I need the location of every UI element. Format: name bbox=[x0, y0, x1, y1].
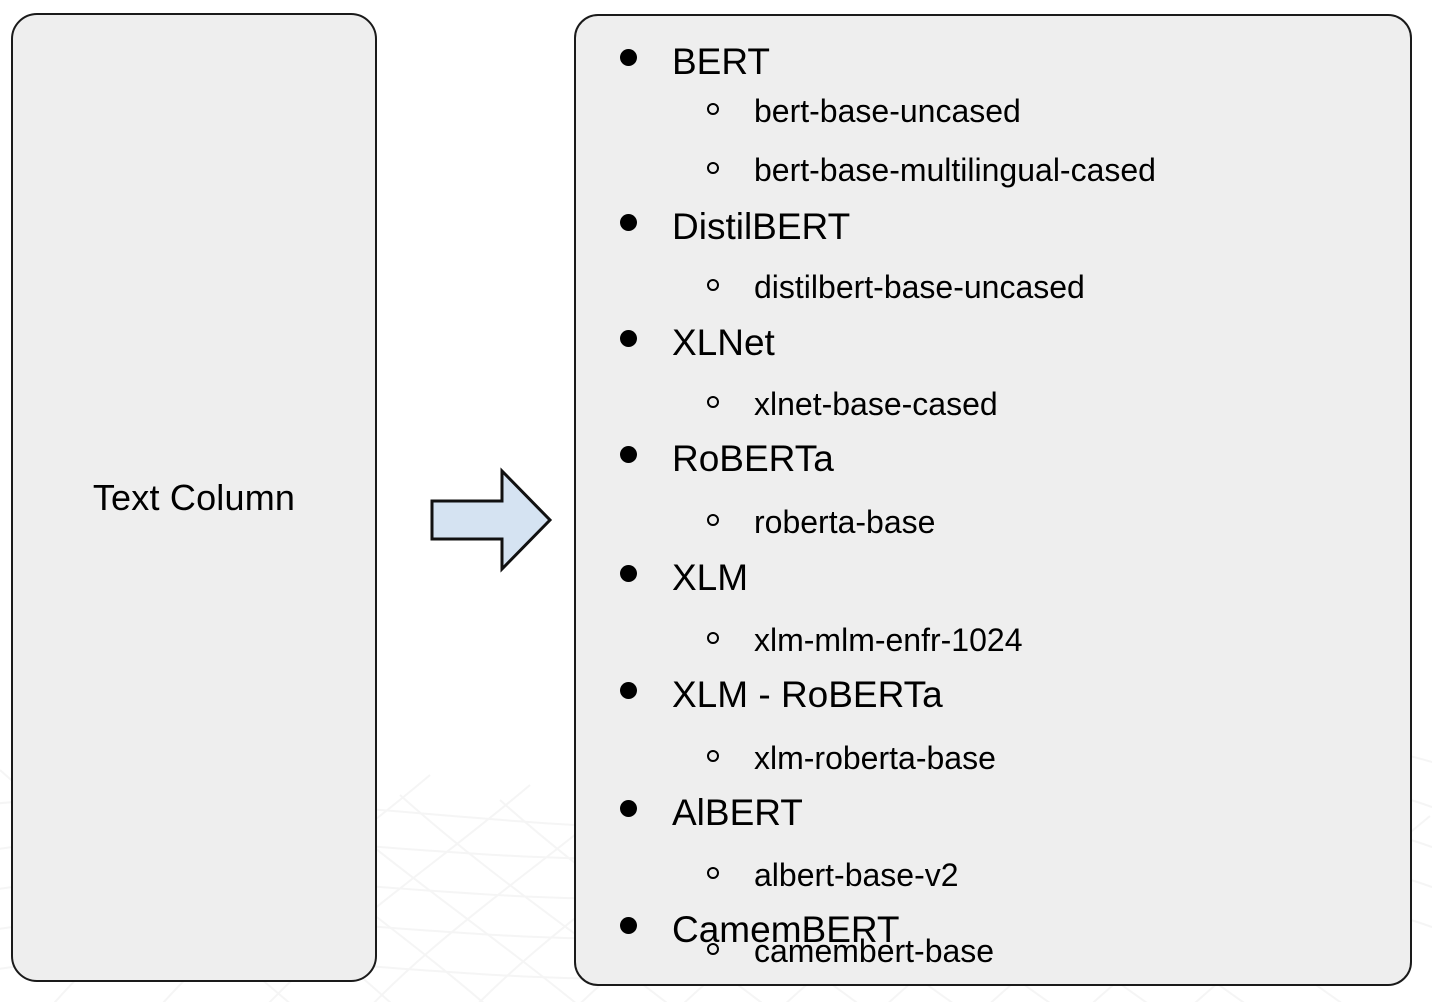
bullet-disc-icon bbox=[620, 446, 637, 463]
bullet-circle-icon bbox=[707, 162, 719, 174]
bullet-disc-icon bbox=[620, 214, 637, 231]
model-list-box[interactable]: BERT bert-base-uncased bert-base-multiling… bbox=[574, 14, 1412, 986]
bullet-circle-icon bbox=[707, 632, 719, 644]
bullet-disc-icon bbox=[620, 917, 637, 934]
model-family-item[interactable]: XLM bbox=[576, 559, 748, 596]
model-checkpoint-label: roberta-base bbox=[754, 504, 936, 540]
model-family-item[interactable]: XLM - RoBERTa bbox=[576, 676, 943, 713]
bullet-circle-icon bbox=[707, 943, 719, 955]
model-checkpoint-item[interactable]: distilbert-base-uncased bbox=[576, 271, 1085, 303]
bullet-disc-icon bbox=[620, 330, 637, 347]
model-checkpoint-item[interactable]: albert-base-v2 bbox=[576, 859, 959, 891]
model-checkpoint-label: albert-base-v2 bbox=[754, 857, 959, 893]
model-checkpoint-label: xlm-roberta-base bbox=[754, 740, 996, 776]
flow-arrow bbox=[429, 466, 553, 574]
model-checkpoint-item[interactable]: bert-base-uncased bbox=[576, 95, 1021, 127]
model-family-label: XLNet bbox=[672, 322, 775, 363]
bullet-circle-icon bbox=[707, 867, 719, 879]
model-checkpoint-item[interactable]: camembert-base bbox=[576, 935, 994, 967]
model-checkpoint-label: bert-base-uncased bbox=[754, 93, 1021, 129]
model-checkpoint-label: bert-base-multilingual-cased bbox=[754, 152, 1156, 188]
model-checkpoint-item[interactable]: roberta-base bbox=[576, 506, 935, 538]
model-family-item[interactable]: BERT bbox=[576, 43, 770, 80]
model-family-item[interactable]: DistilBERT bbox=[576, 208, 850, 245]
bullet-circle-icon bbox=[707, 279, 719, 291]
model-checkpoint-item[interactable]: xlm-mlm-enfr-1024 bbox=[576, 624, 1022, 656]
model-family-label: RoBERTa bbox=[672, 438, 834, 479]
model-checkpoint-label: xlm-mlm-enfr-1024 bbox=[754, 622, 1023, 658]
model-family-label: XLM bbox=[672, 557, 749, 598]
model-checkpoint-label: distilbert-base-uncased bbox=[754, 269, 1085, 305]
bullet-circle-icon bbox=[707, 396, 719, 408]
bullet-disc-icon bbox=[620, 49, 637, 66]
text-column-box[interactable]: Text Column bbox=[11, 13, 377, 982]
bullet-circle-icon bbox=[707, 103, 719, 115]
text-column-label: Text Column bbox=[92, 476, 296, 518]
model-family-label: AlBERT bbox=[672, 792, 803, 833]
arrow-shape bbox=[430, 467, 553, 573]
model-checkpoint-item[interactable]: xlnet-base-cased bbox=[576, 388, 998, 420]
model-checkpoint-label: xlnet-base-cased bbox=[754, 386, 998, 422]
model-family-label: XLM - RoBERTa bbox=[672, 674, 943, 715]
model-family-label: DistilBERT bbox=[672, 206, 851, 247]
bullet-circle-icon bbox=[707, 514, 719, 526]
bullet-circle-icon bbox=[707, 750, 719, 762]
model-checkpoint-label: camembert-base bbox=[754, 933, 995, 969]
model-family-item[interactable]: RoBERTa bbox=[576, 440, 834, 477]
model-family-item[interactable]: AlBERT bbox=[576, 794, 803, 831]
model-list: BERT bert-base-uncased bert-base-multiling… bbox=[576, 16, 1410, 984]
bullet-disc-icon bbox=[620, 800, 637, 817]
model-checkpoint-item[interactable]: xlm-roberta-base bbox=[576, 742, 996, 774]
model-checkpoint-item[interactable]: bert-base-multilingual-cased bbox=[576, 154, 1156, 186]
bullet-disc-icon bbox=[620, 682, 637, 699]
model-family-item[interactable]: XLNet bbox=[576, 324, 775, 361]
model-family-label: BERT bbox=[672, 41, 771, 82]
bullet-disc-icon bbox=[620, 565, 637, 582]
